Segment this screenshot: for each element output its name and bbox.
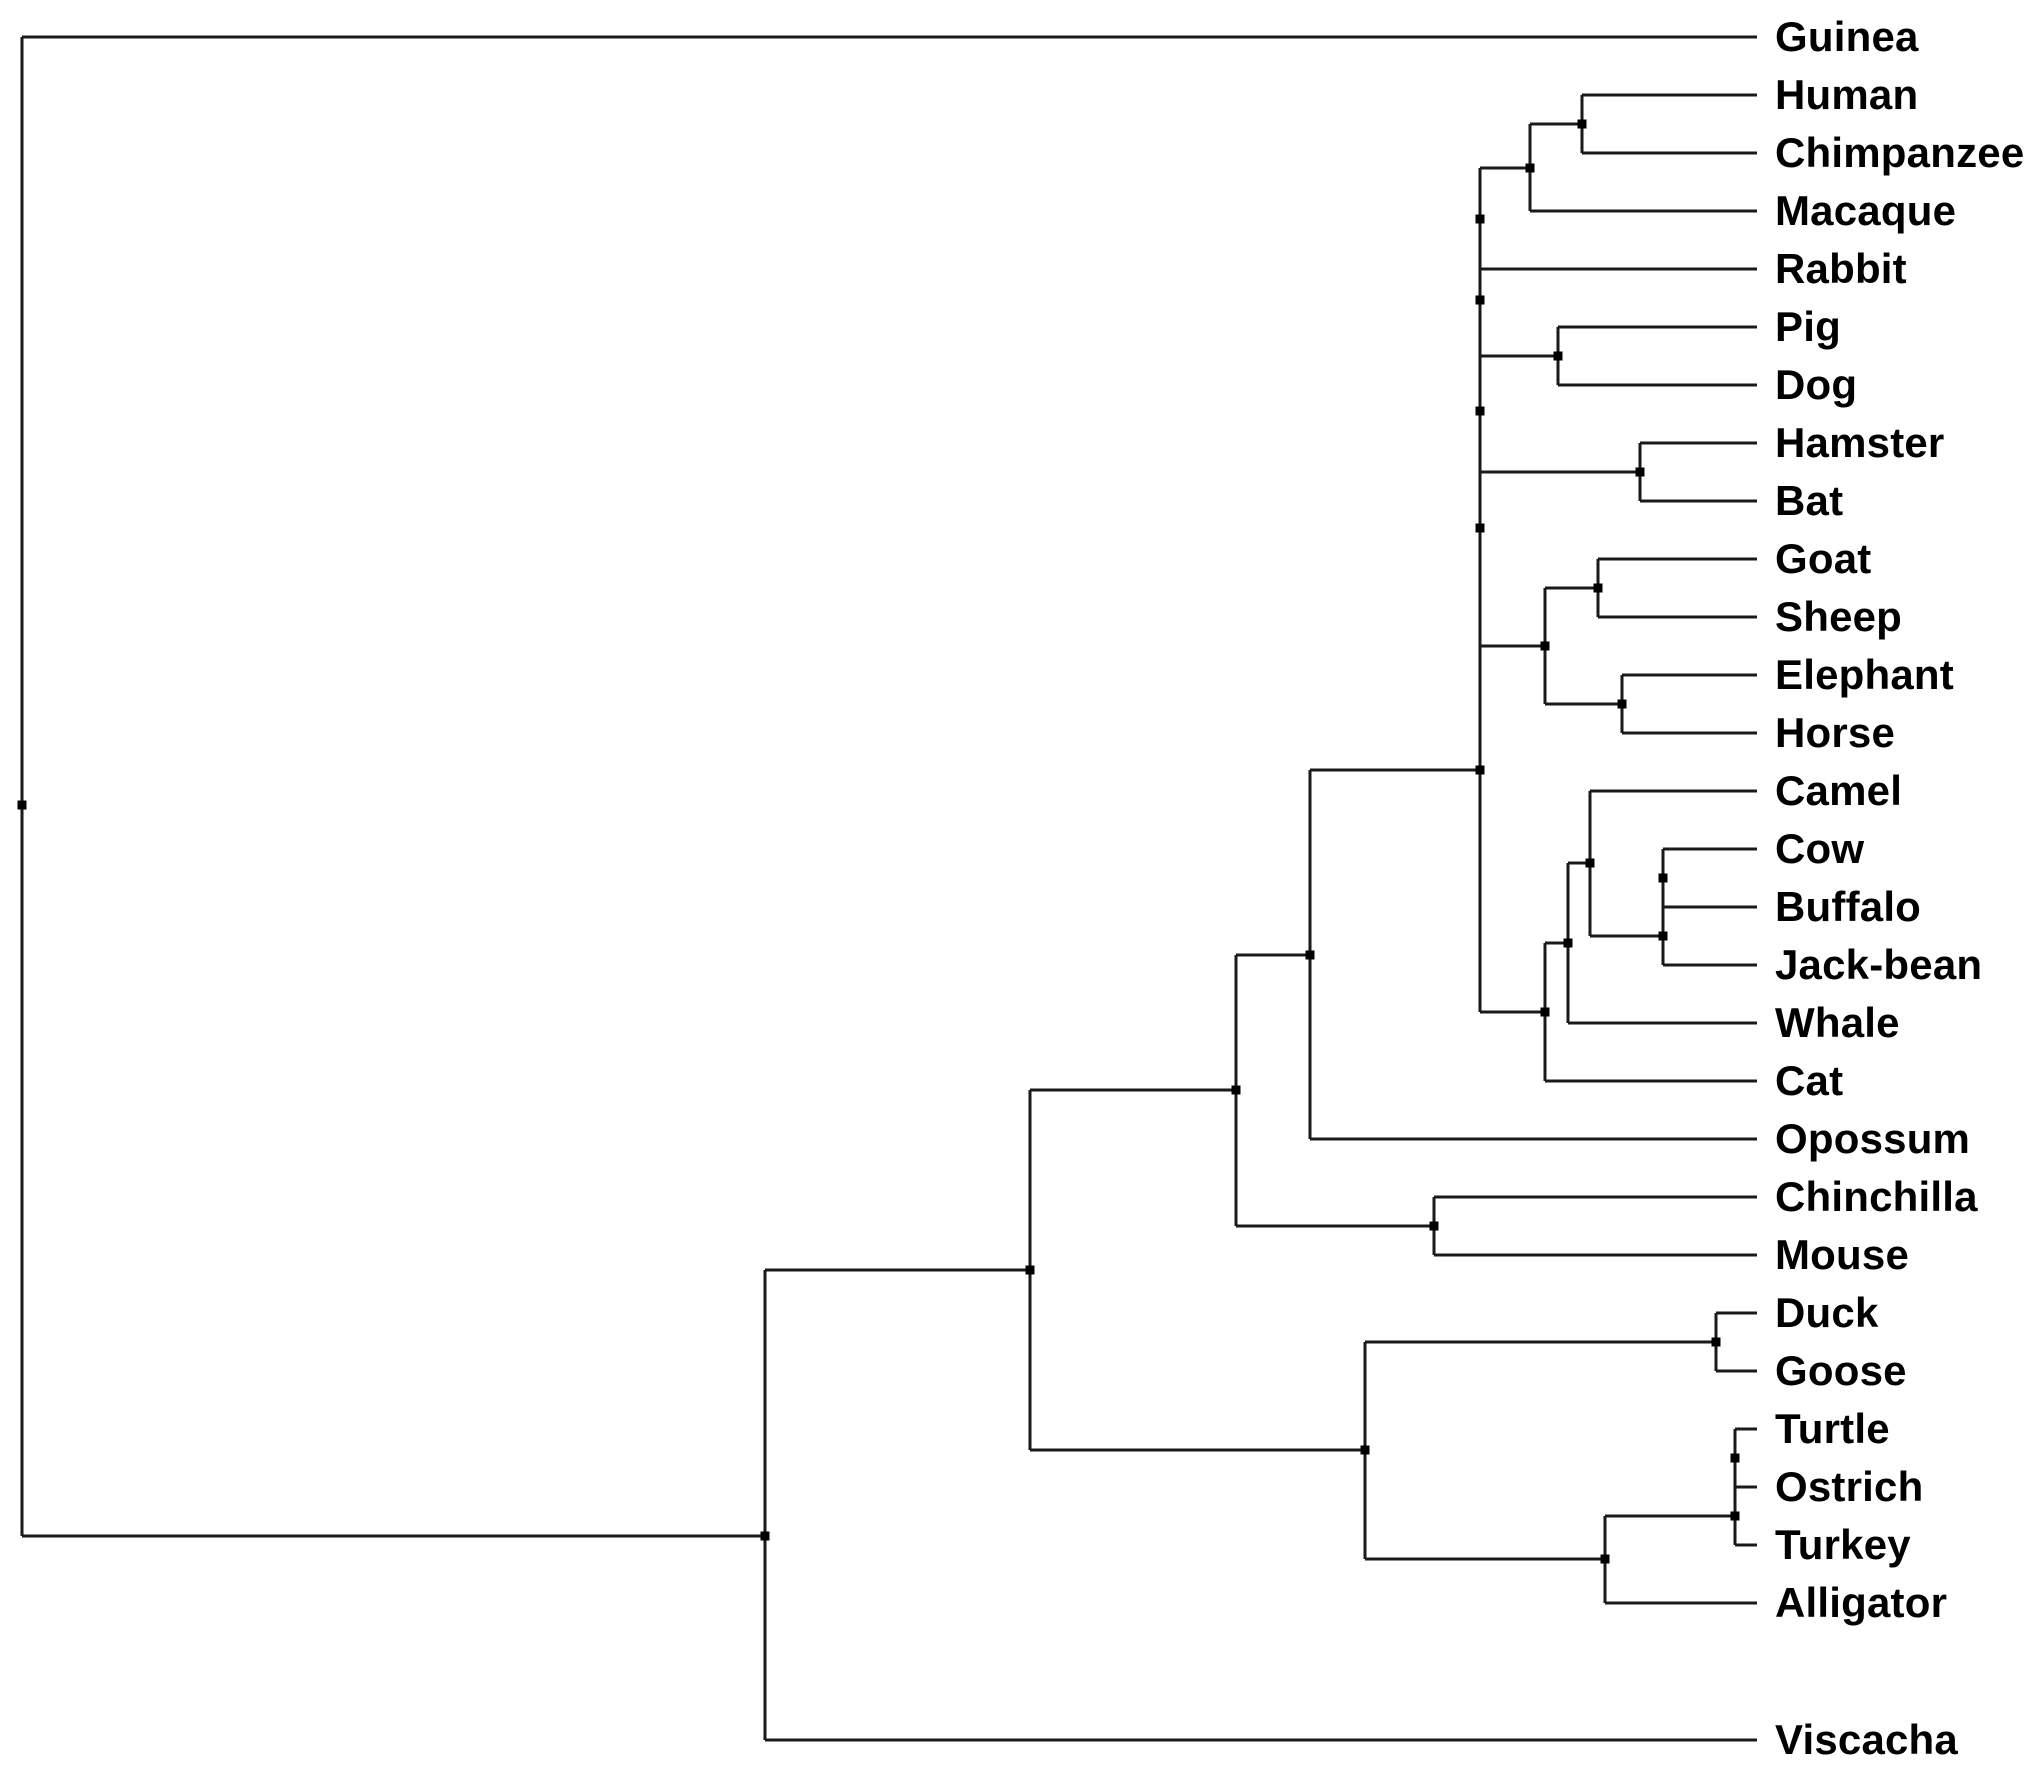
node-marker-n_primate	[1525, 163, 1535, 173]
node-marker-n_duck_goose	[1711, 1337, 1721, 1347]
node-marker-n_turtle_ostrich	[1730, 1453, 1740, 1463]
node-marker-n_bird_allig	[1600, 1554, 1610, 1564]
node-marker-n_human_chimp	[1577, 119, 1587, 129]
node-marker-n_euarch_pigdog	[1475, 295, 1485, 305]
taxon-label-opossum: Opossum	[1775, 1115, 1971, 1162]
taxon-label-goat: Goat	[1775, 535, 1872, 582]
node-marker-n_sauropsid	[1360, 1445, 1370, 1455]
internal-node-markers	[17, 119, 1740, 1564]
taxon-label-chinchilla: Chinchilla	[1775, 1173, 1978, 1220]
taxon-label-jackbean: Jack-bean	[1775, 941, 1983, 988]
node-marker-n_theria	[1305, 950, 1315, 960]
taxon-label-horse: Horse	[1775, 709, 1896, 756]
taxon-label-whale: Whale	[1775, 999, 1900, 1046]
taxon-label-hamster: Hamster	[1775, 419, 1945, 466]
taxon-label-bat: Bat	[1775, 477, 1844, 524]
taxon-label-ostrich: Ostrich	[1775, 1463, 1924, 1510]
node-marker-n_chin_mouse	[1429, 1221, 1439, 1231]
taxon-label-duck: Duck	[1775, 1289, 1879, 1336]
node-marker-n_upper_clade	[1475, 523, 1485, 533]
node-marker-n_pig_dog	[1553, 351, 1563, 361]
taxon-label-dog: Dog	[1775, 361, 1858, 408]
node-marker-n_camel_bovid	[1585, 858, 1595, 868]
taxon-label-turkey: Turkey	[1775, 1521, 1911, 1568]
node-marker-n_laurasia_upper	[1475, 406, 1485, 416]
node-marker-n_eleph_horse	[1617, 699, 1627, 709]
node-marker-n_amniote	[1025, 1265, 1035, 1275]
node-marker-n_deep	[760, 1531, 770, 1541]
node-marker-n_archosaur_birds	[1730, 1511, 1740, 1521]
taxon-label-goose: Goose	[1775, 1347, 1907, 1394]
taxon-label-cat: Cat	[1775, 1057, 1844, 1104]
taxon-label-turtle: Turtle	[1775, 1405, 1890, 1452]
branch-lines	[20, 35, 1757, 1742]
taxon-label-pig: Pig	[1775, 303, 1841, 350]
node-marker-n_bovid_jackbean	[1658, 931, 1668, 941]
taxon-label-guinea: Guinea	[1775, 13, 1919, 60]
node-marker-n_placental	[1475, 765, 1485, 775]
node-marker-n_hamster_bat	[1635, 467, 1645, 477]
taxon-label-macaque: Macaque	[1775, 187, 1957, 234]
taxon-label-alligator: Alligator	[1775, 1579, 1948, 1626]
taxon-label-chimpanzee: Chimpanzee	[1775, 129, 2025, 176]
node-marker-n_mammal	[1231, 1085, 1241, 1095]
taxon-label-human: Human	[1775, 71, 1919, 118]
taxon-label-buffalo: Buffalo	[1775, 883, 1922, 930]
node-marker-n_primate_rabbit	[1475, 214, 1485, 224]
node-marker-n_cow_buffalo	[1658, 873, 1668, 883]
node-marker-n_whale_group	[1563, 938, 1573, 948]
taxon-label-rabbit: Rabbit	[1775, 245, 1907, 292]
taxon-label-camel: Camel	[1775, 767, 1903, 814]
taxon-label-viscacha: Viscacha	[1775, 1716, 1958, 1763]
taxon-label-cow: Cow	[1775, 825, 1865, 872]
node-marker-n_cat_group	[1540, 1007, 1550, 1017]
taxon-label-mouse: Mouse	[1775, 1231, 1910, 1278]
node-marker-n_ruminant_group	[1540, 641, 1550, 651]
node-marker-n_goat_sheep	[1593, 583, 1603, 593]
taxon-label-sheep: Sheep	[1775, 593, 1903, 640]
node-marker-n_root	[17, 800, 27, 810]
taxon-label-elephant: Elephant	[1775, 651, 1954, 698]
